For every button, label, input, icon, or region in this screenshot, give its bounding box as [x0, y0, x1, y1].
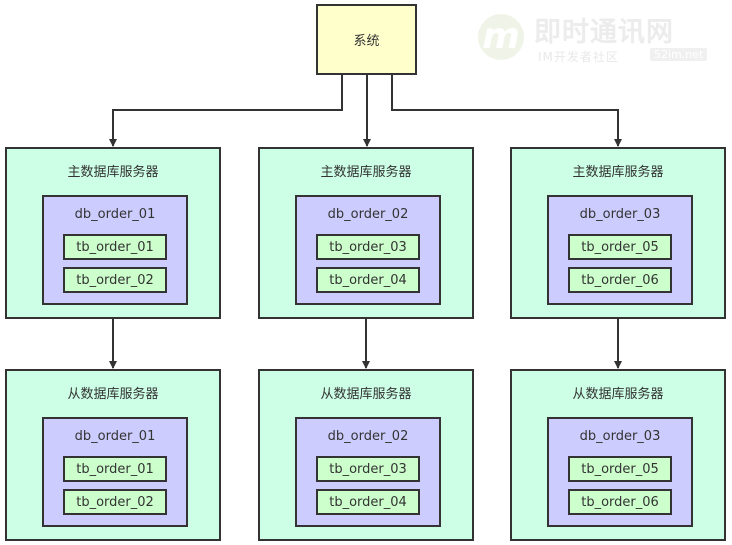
table-box: tb_order_05 — [568, 456, 672, 482]
server-title: 从数据库服务器 — [320, 387, 412, 402]
master-server-3: 主数据库服务器 db_order_03 tb_order_05 tb_order… — [510, 147, 726, 319]
slave-server-2: 从数据库服务器 db_order_02 tb_order_03 tb_order… — [258, 369, 474, 541]
system-label: 系统 — [353, 34, 380, 49]
server-title: 主数据库服务器 — [67, 165, 159, 180]
table-box: tb_order_05 — [568, 234, 672, 260]
database-name: db_order_01 — [74, 207, 156, 222]
table-box: tb_order_06 — [568, 489, 672, 515]
database-box: db_order_02 tb_order_03 tb_order_04 — [295, 195, 441, 305]
database-box: db_order_01 tb_order_01 tb_order_02 — [42, 195, 188, 305]
table-box: tb_order_04 — [316, 489, 420, 515]
slave-server-3: 从数据库服务器 db_order_03 tb_order_05 tb_order… — [510, 369, 726, 541]
edge-system-to-master-3 — [391, 75, 622, 147]
master-server-1: 主数据库服务器 db_order_01 tb_order_01 tb_order… — [5, 147, 221, 319]
database-name: db_order_02 — [327, 429, 409, 444]
database-name: db_order_03 — [579, 429, 661, 444]
watermark-subtitle: IM开发者社区 — [538, 50, 619, 64]
server-title: 主数据库服务器 — [320, 165, 412, 180]
watermark-domain: 52im.net — [650, 48, 708, 61]
database-box: db_order_03 tb_order_05 tb_order_06 — [547, 417, 693, 527]
database-box: db_order_01 tb_order_01 tb_order_02 — [42, 417, 188, 527]
watermark-logo-icon: m — [478, 14, 524, 60]
table-box: tb_order_06 — [568, 267, 672, 293]
watermark: m 即时通讯网 IM开发者社区 52im.net — [478, 8, 728, 68]
server-title: 从数据库服务器 — [572, 387, 664, 402]
database-name: db_order_03 — [579, 207, 661, 222]
table-box: tb_order_01 — [63, 456, 167, 482]
edge-system-to-master-1 — [109, 75, 343, 147]
database-name: db_order_01 — [74, 429, 156, 444]
database-name: db_order_02 — [327, 207, 409, 222]
table-box: tb_order_03 — [316, 456, 420, 482]
table-box: tb_order_01 — [63, 234, 167, 260]
master-server-2: 主数据库服务器 db_order_02 tb_order_03 tb_order… — [258, 147, 474, 319]
database-box: db_order_02 tb_order_03 tb_order_04 — [295, 417, 441, 527]
watermark-title: 即时通讯网 — [534, 17, 674, 48]
database-box: db_order_03 tb_order_05 tb_order_06 — [547, 195, 693, 305]
server-title: 主数据库服务器 — [572, 165, 664, 180]
system-node: 系统 — [316, 4, 417, 75]
table-box: tb_order_03 — [316, 234, 420, 260]
table-box: tb_order_02 — [63, 489, 167, 515]
slave-server-1: 从数据库服务器 db_order_01 tb_order_01 tb_order… — [5, 369, 221, 541]
server-title: 从数据库服务器 — [67, 387, 159, 402]
table-box: tb_order_02 — [63, 267, 167, 293]
table-box: tb_order_04 — [316, 267, 420, 293]
